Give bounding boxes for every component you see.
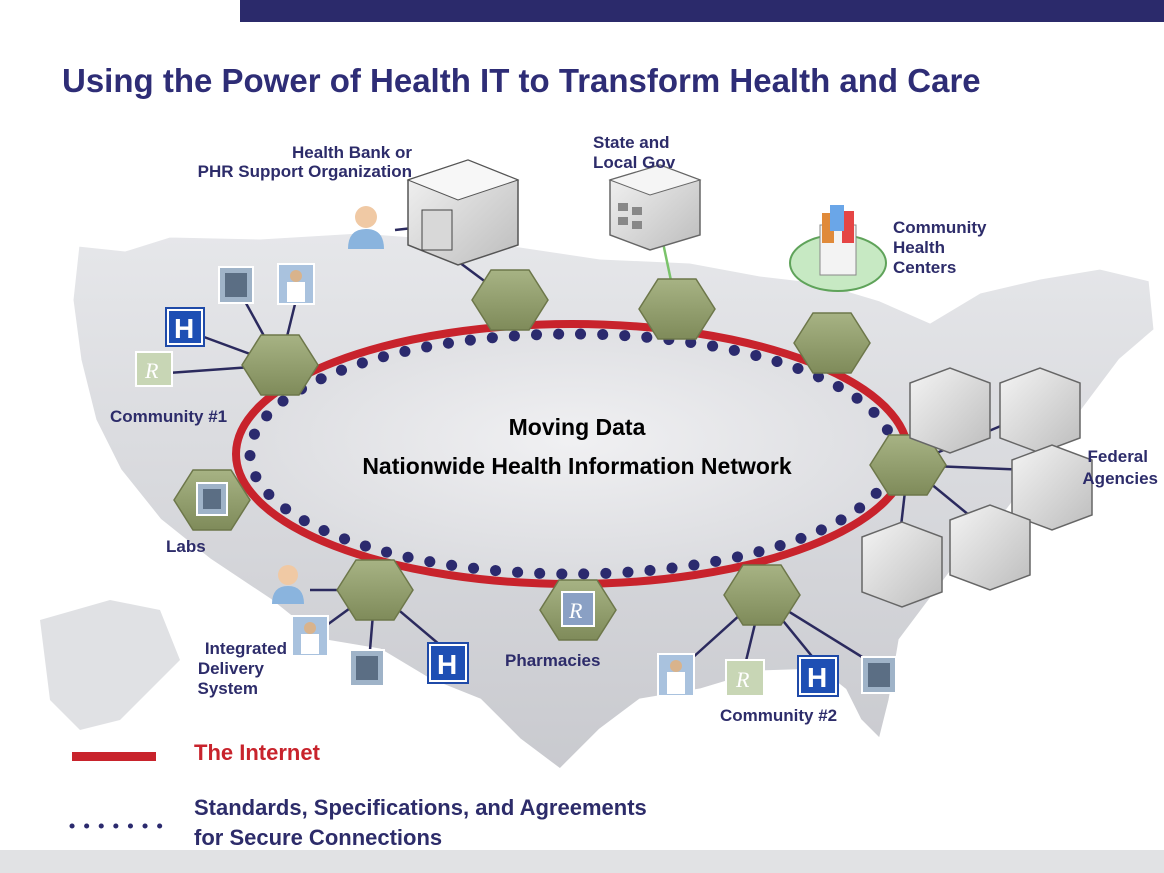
svg-text:R: R <box>144 358 159 383</box>
hex-node-health-bank <box>471 269 549 331</box>
label-state-1: State and <box>593 133 670 152</box>
hospital-icon: H <box>165 307 205 347</box>
center-subtitle: Nationwide Health Information Network <box>362 453 792 479</box>
legend: The Internet Standards, Specifications, … <box>69 740 647 850</box>
label-ids-2: Delivery <box>198 659 265 678</box>
hex-nodes: R <box>173 269 947 641</box>
xray-icon <box>349 649 385 687</box>
hex-node-ids <box>336 559 414 621</box>
label-health-bank-1: Health Bank or <box>292 143 412 162</box>
person-icon <box>272 565 304 604</box>
svg-text:H: H <box>174 313 194 344</box>
hex-node-state-gov <box>638 278 716 340</box>
label-labs: Labs <box>166 537 206 556</box>
svg-text:H: H <box>807 662 827 693</box>
label-ids-1: Integrated <box>205 639 287 658</box>
label-health-bank-2: PHR Support Organization <box>198 162 412 181</box>
legend-internet-swatch <box>72 752 156 761</box>
label-ids-3: System <box>198 679 258 698</box>
hex-node-chc <box>793 312 871 374</box>
label-state-2: Local Gov <box>593 153 676 172</box>
hex-node-pharmacies: R <box>539 579 617 641</box>
svg-text:H: H <box>437 649 457 680</box>
federal-buildings <box>861 367 1093 608</box>
label-community2: Community #2 <box>720 706 837 725</box>
hex-node-federal <box>869 434 947 496</box>
hex-node-labs <box>173 469 251 531</box>
xray-icon <box>861 656 897 694</box>
bottom-band <box>0 850 1164 873</box>
legend-internet-label: The Internet <box>194 740 321 765</box>
doctor-icon <box>657 653 695 697</box>
label-pharmacies: Pharmacies <box>505 651 600 670</box>
svg-text:R: R <box>568 598 583 623</box>
server-icon <box>406 159 520 266</box>
page-title: Using the Power of Health IT to Transfor… <box>62 62 981 99</box>
label-chc-1: Community <box>893 218 987 237</box>
hex-node-community1 <box>241 334 319 396</box>
center-title: Moving Data <box>509 414 646 440</box>
health-center-icon <box>789 205 887 292</box>
hex-node-community2 <box>723 564 801 626</box>
doctor-icon <box>291 615 329 657</box>
label-chc-3: Centers <box>893 258 956 277</box>
top-banner <box>222 0 1164 22</box>
legend-standards-label-2: for Secure Connections <box>194 825 442 850</box>
network-ellipse <box>236 324 908 584</box>
hospital-icon: H <box>797 655 839 697</box>
title-panel <box>28 28 1164 230</box>
rx-icon: R <box>725 659 765 697</box>
label-federal-2: Agencies <box>1082 469 1158 488</box>
legend-standards-label-1: Standards, Specifications, and Agreement… <box>194 795 647 820</box>
xray-icon <box>218 266 254 304</box>
building-icon <box>608 164 702 251</box>
label-community1: Community #1 <box>110 407 227 426</box>
label-chc-2: Health <box>893 238 945 257</box>
rx-icon: R <box>135 351 173 387</box>
label-federal-1: Federal <box>1088 447 1148 466</box>
person-icon <box>348 206 384 249</box>
svg-text:R: R <box>735 667 750 692</box>
hospital-icon: H <box>427 642 469 684</box>
doctor-icon <box>277 263 315 305</box>
